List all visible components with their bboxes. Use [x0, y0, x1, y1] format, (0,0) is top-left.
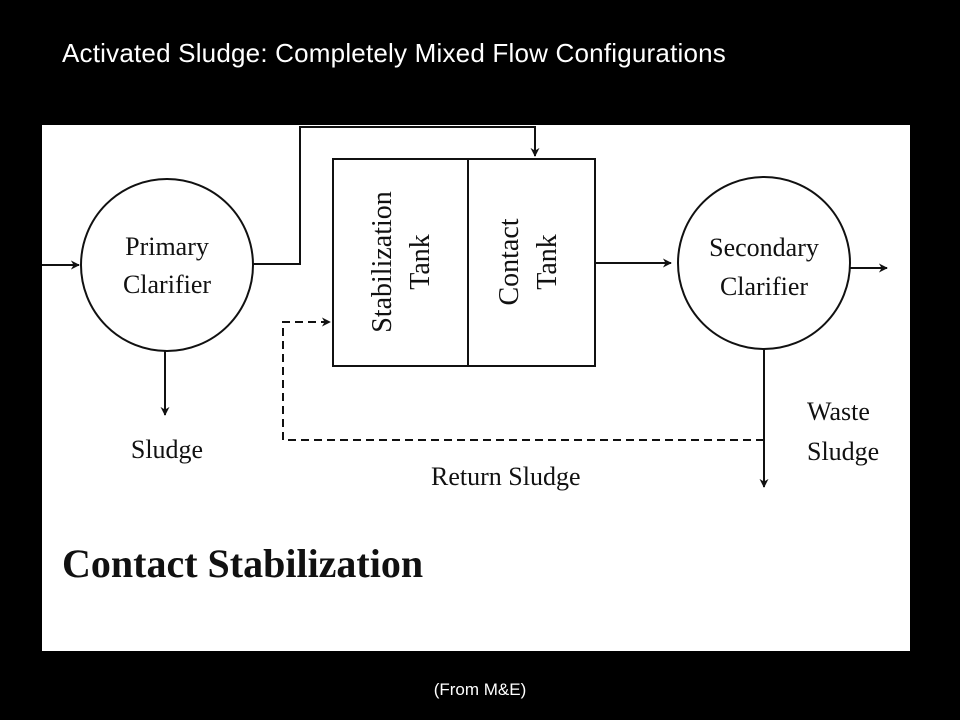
sludge-label: Sludge [131, 435, 203, 464]
stabilization-tank-label-line2: Tank [405, 234, 436, 290]
contact-tank-label-line2: Tank [532, 234, 563, 290]
waste-sludge-label-line1: Waste [807, 397, 870, 426]
secondary-clarifier-label-line2: Clarifier [720, 272, 808, 301]
secondary-clarifier-label-line1: Secondary [709, 233, 819, 262]
primary-clarifier-label-line2: Clarifier [123, 270, 211, 299]
return-sludge-label: Return Sludge [431, 462, 581, 491]
primary-clarifier-circle [80, 178, 254, 352]
contact-tank-label-line1: Contact [494, 218, 525, 305]
flow-diagram-svg: Primary Clarifier Sludge Stabilization T… [42, 126, 888, 586]
primary-effluent-line [253, 126, 540, 265]
process-diagram: Primary Clarifier Sludge Stabilization T… [42, 125, 910, 651]
source-caption: (From M&E) [433, 680, 527, 699]
return-sludge-line [282, 317, 764, 441]
slide-title: Activated Sludge: Completely Mixed Flow … [62, 38, 726, 68]
secondary-clarifier-circle [677, 176, 851, 350]
diagram-heading: Contact Stabilization [62, 541, 423, 586]
stabilization-tank-label-line1: Stabilization [367, 191, 398, 333]
waste-sludge-label-line2: Sludge [807, 437, 879, 466]
primary-clarifier-label-line1: Primary [125, 232, 209, 261]
